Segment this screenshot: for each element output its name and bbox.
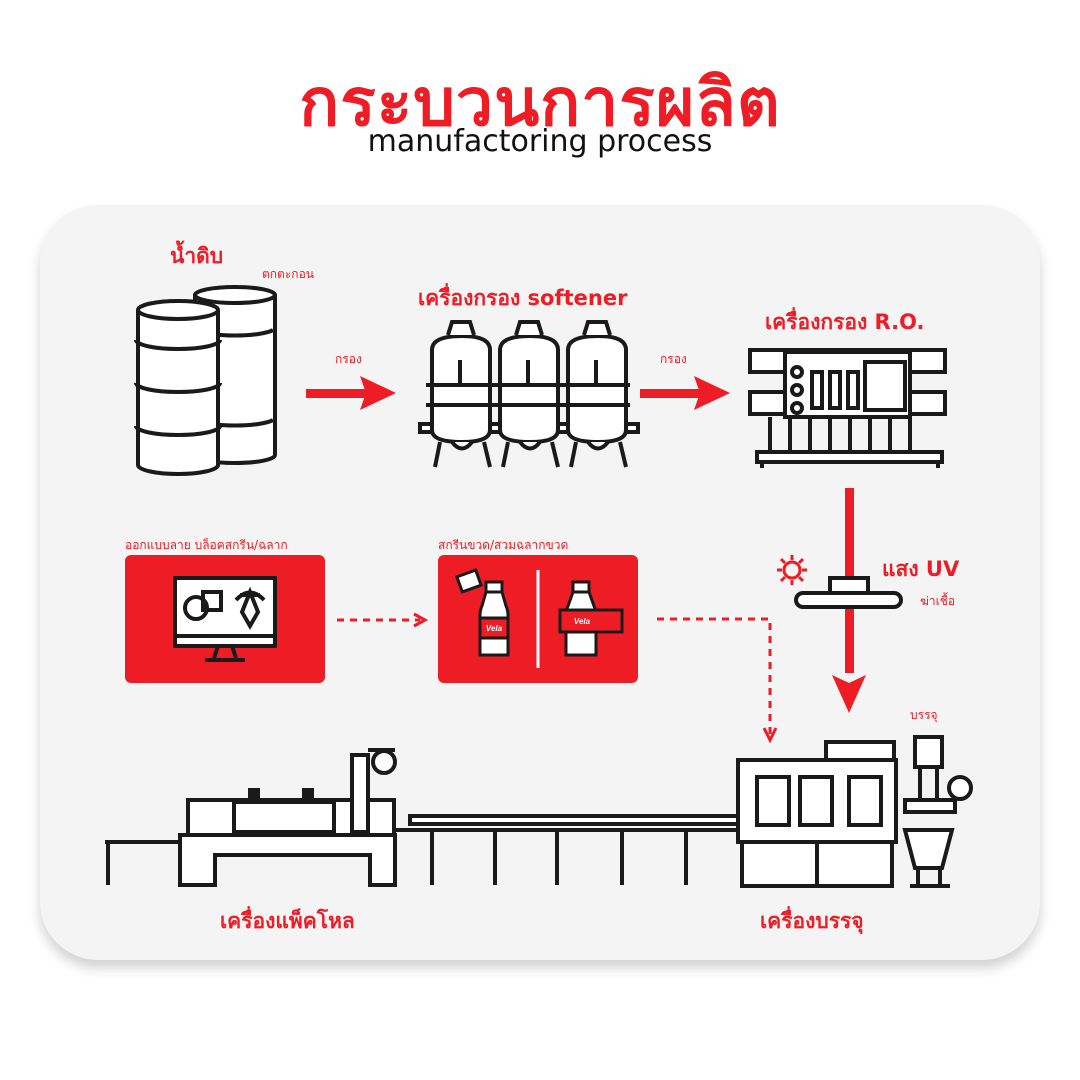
- uv-label: แสง UV: [882, 557, 960, 581]
- filling-note: บรรจุ: [910, 708, 938, 722]
- uv-lamp-icon: [794, 576, 903, 609]
- sun-ray-icon: [777, 555, 807, 585]
- dashed-arrow-icon: [657, 617, 778, 744]
- labeled-bottle-icon: [558, 580, 624, 657]
- design-label: ออกแบบลาย บล็อคสกรีน/ฉลาก: [125, 538, 288, 552]
- softener-label: เครื่องกรอง softener: [418, 286, 628, 310]
- raw-water-label: น้ำดิบ: [170, 244, 224, 268]
- filter-label-1: กรอง: [335, 352, 362, 366]
- softener-tanks-icon: [418, 320, 640, 468]
- filling-machine-icon: [736, 735, 973, 888]
- uv-note: ฆ่าเชื้อ: [920, 594, 956, 608]
- arrow-right-icon: [306, 376, 396, 410]
- bottle-brand-right: Vela: [574, 617, 591, 626]
- ro-machine-icon: [748, 348, 947, 468]
- screen-label: สกรีนขวด/สวมฉลากขวด: [438, 538, 569, 552]
- bottle-brand-left: Vela: [486, 624, 503, 633]
- page-subtitle: manufactoring process: [367, 124, 713, 159]
- bottle-icon: [454, 568, 510, 657]
- packing-machine-icon: [105, 748, 397, 887]
- page-title: กระบวนการผลิต: [299, 64, 781, 141]
- raw-water-note: ตกตะกอน: [262, 267, 314, 281]
- barrels-icon: [134, 285, 277, 476]
- monitor-icon: [173, 576, 277, 662]
- filling-label: เครื่องบรรจุ: [760, 909, 864, 933]
- conveyor-icon: [395, 814, 742, 885]
- ro-label: เครื่องกรอง R.O.: [765, 310, 925, 334]
- dashed-arrow-icon: [337, 612, 429, 628]
- packing-label: เครื่องแพ็คโหล: [220, 909, 355, 933]
- arrow-right-icon: [640, 376, 730, 410]
- filter-label-2: กรอง: [660, 352, 687, 366]
